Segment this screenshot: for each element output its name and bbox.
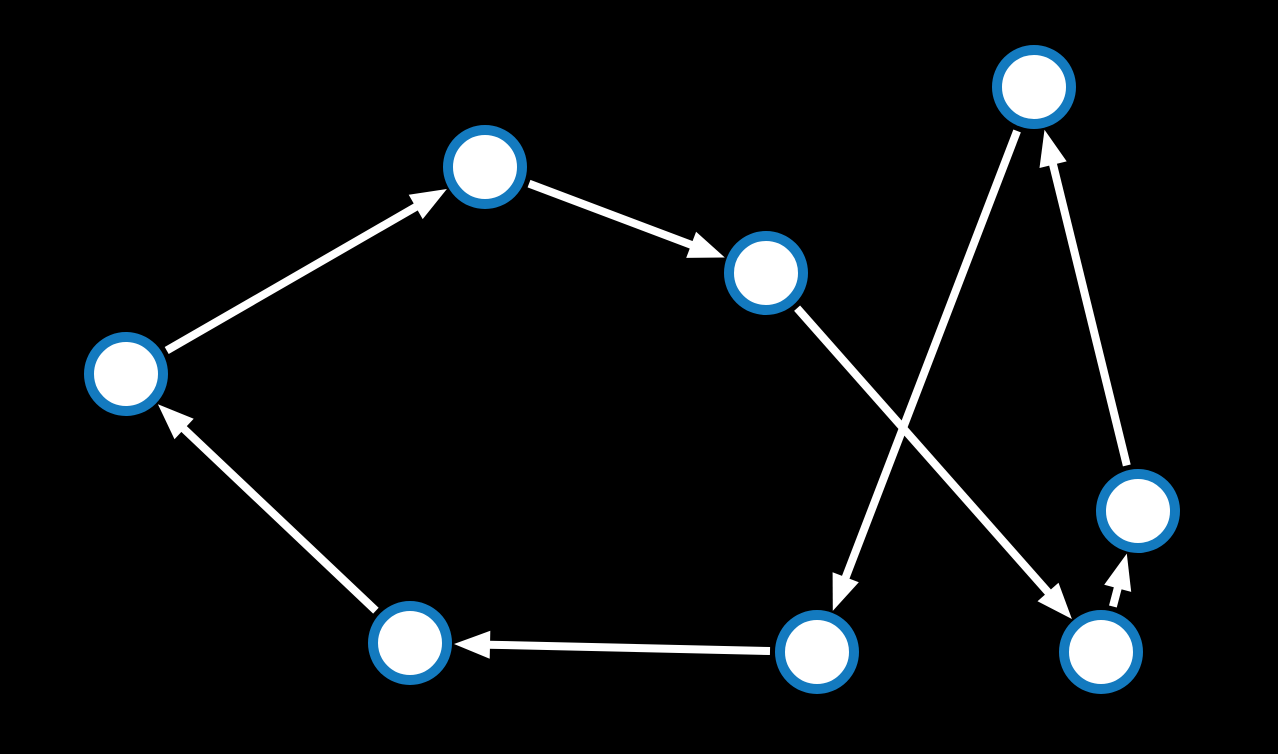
graph-edge-node-right-to-node-top-right — [1039, 129, 1131, 467]
graph-edge-node-middle-to-node-bottom-right — [794, 305, 1072, 619]
arrowhead-icon — [1104, 553, 1132, 592]
graph-node-top-right — [992, 45, 1076, 129]
graph-node-bottom-right — [1059, 610, 1143, 694]
edge-line — [1109, 585, 1123, 608]
edge-line — [794, 305, 1053, 597]
edge-line — [527, 179, 695, 250]
arrowhead-icon — [454, 630, 491, 659]
arrowhead-icon — [686, 231, 725, 258]
arrowhead-icon — [1037, 582, 1072, 619]
graph-edge-node-bottom-left-to-node-left — [157, 404, 379, 614]
edge-line — [487, 640, 771, 655]
graph-node-upper-left — [443, 125, 527, 209]
graph-edge-node-top-right-to-node-bottom-middle — [832, 129, 1021, 611]
graph-node-left — [84, 332, 168, 416]
arrowhead-icon — [832, 572, 859, 611]
edge-line — [841, 129, 1021, 581]
graph-node-right — [1096, 469, 1180, 553]
graph-node-bottom-middle — [775, 610, 859, 694]
graph-edge-node-left-to-node-upper-left — [164, 189, 447, 354]
graph-node-middle — [724, 231, 808, 315]
graph-node-bottom-left — [368, 601, 452, 685]
edge-line — [164, 202, 420, 354]
arrowhead-icon — [1039, 129, 1067, 168]
graph-edge-node-bottom-right-to-node-right — [1104, 553, 1132, 608]
graph-edge-node-upper-left-to-node-middle — [527, 179, 725, 258]
graph-edge-node-bottom-middle-to-node-bottom-left — [454, 630, 771, 659]
arrowhead-icon — [408, 189, 447, 220]
edge-line — [1048, 161, 1131, 467]
edge-line — [179, 424, 379, 614]
arrowhead-icon — [157, 404, 194, 440]
